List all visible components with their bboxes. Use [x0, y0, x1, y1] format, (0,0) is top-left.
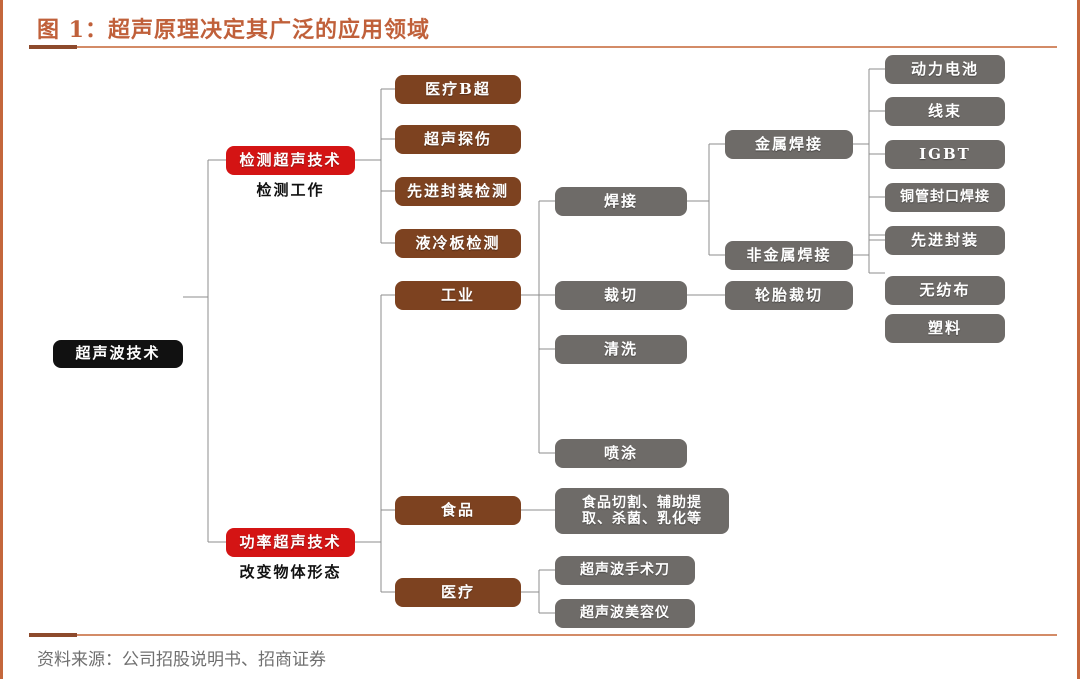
node-welding[interactable]: 焊接 [555, 187, 687, 216]
node-detection-ultrasound[interactable]: 检测超声技术 [226, 146, 355, 175]
node-metal-welding[interactable]: 金属焊接 [725, 130, 853, 159]
node-nonmetal-welding[interactable]: 非金属焊接 [725, 241, 853, 270]
node-industry[interactable]: 工业 [395, 281, 521, 310]
node-cutting[interactable]: 裁切 [555, 281, 687, 310]
node-medical-bmode[interactable]: 医疗B超 [395, 75, 521, 104]
caption-detection-work: 检测工作 [256, 181, 325, 199]
diagram-canvas: 超声波技术 检测超声技术 检测工作 功率超声技术 改变物体形态 医疗B超 超声探… [3, 55, 1080, 630]
node-ultrasonic-beauty-device[interactable]: 超声波美容仪 [555, 599, 695, 628]
node-root[interactable]: 超声波技术 [53, 340, 183, 368]
node-cleaning[interactable]: 清洗 [555, 335, 687, 364]
title-divider [29, 46, 1057, 48]
node-medical[interactable]: 医疗 [395, 578, 521, 607]
title-divider-accent [29, 45, 77, 49]
footer-divider [29, 634, 1057, 636]
node-power-ultrasound[interactable]: 功率超声技术 [226, 528, 355, 557]
node-food-applications[interactable]: 食品切割、辅助提 取、杀菌、乳化等 [555, 488, 729, 534]
node-spraying[interactable]: 喷涂 [555, 439, 687, 468]
node-ultrasonic-flaw-detection[interactable]: 超声探伤 [395, 125, 521, 154]
node-copper-tube-seal-welding[interactable]: 铜管封口焊接 [885, 183, 1005, 212]
node-tire-cutting[interactable]: 轮胎裁切 [725, 281, 853, 310]
node-ultrasonic-scalpel[interactable]: 超声波手术刀 [555, 556, 695, 585]
node-power-battery[interactable]: 动力电池 [885, 55, 1005, 84]
node-igbt[interactable]: IGBT [885, 140, 1005, 169]
node-food[interactable]: 食品 [395, 496, 521, 525]
source-note: 资料来源：公司招股说明书、招商证券 [37, 650, 326, 670]
caption-change-shape: 改变物体形态 [239, 563, 342, 581]
page-title: 图 1：超声原理决定其广泛的应用领域 [37, 17, 430, 43]
footer-divider-accent [29, 633, 77, 637]
node-liquid-cooling-plate-inspection[interactable]: 液冷板检测 [395, 229, 521, 258]
node-advanced-packaging-inspection[interactable]: 先进封装检测 [395, 177, 521, 206]
node-advanced-packaging[interactable]: 先进封装 [885, 226, 1005, 255]
connector-lines [183, 68, 885, 614]
node-plastic[interactable]: 塑料 [885, 314, 1005, 343]
node-wiring-harness[interactable]: 线束 [885, 97, 1005, 126]
node-nonwoven-fabric[interactable]: 无纺布 [885, 276, 1005, 305]
